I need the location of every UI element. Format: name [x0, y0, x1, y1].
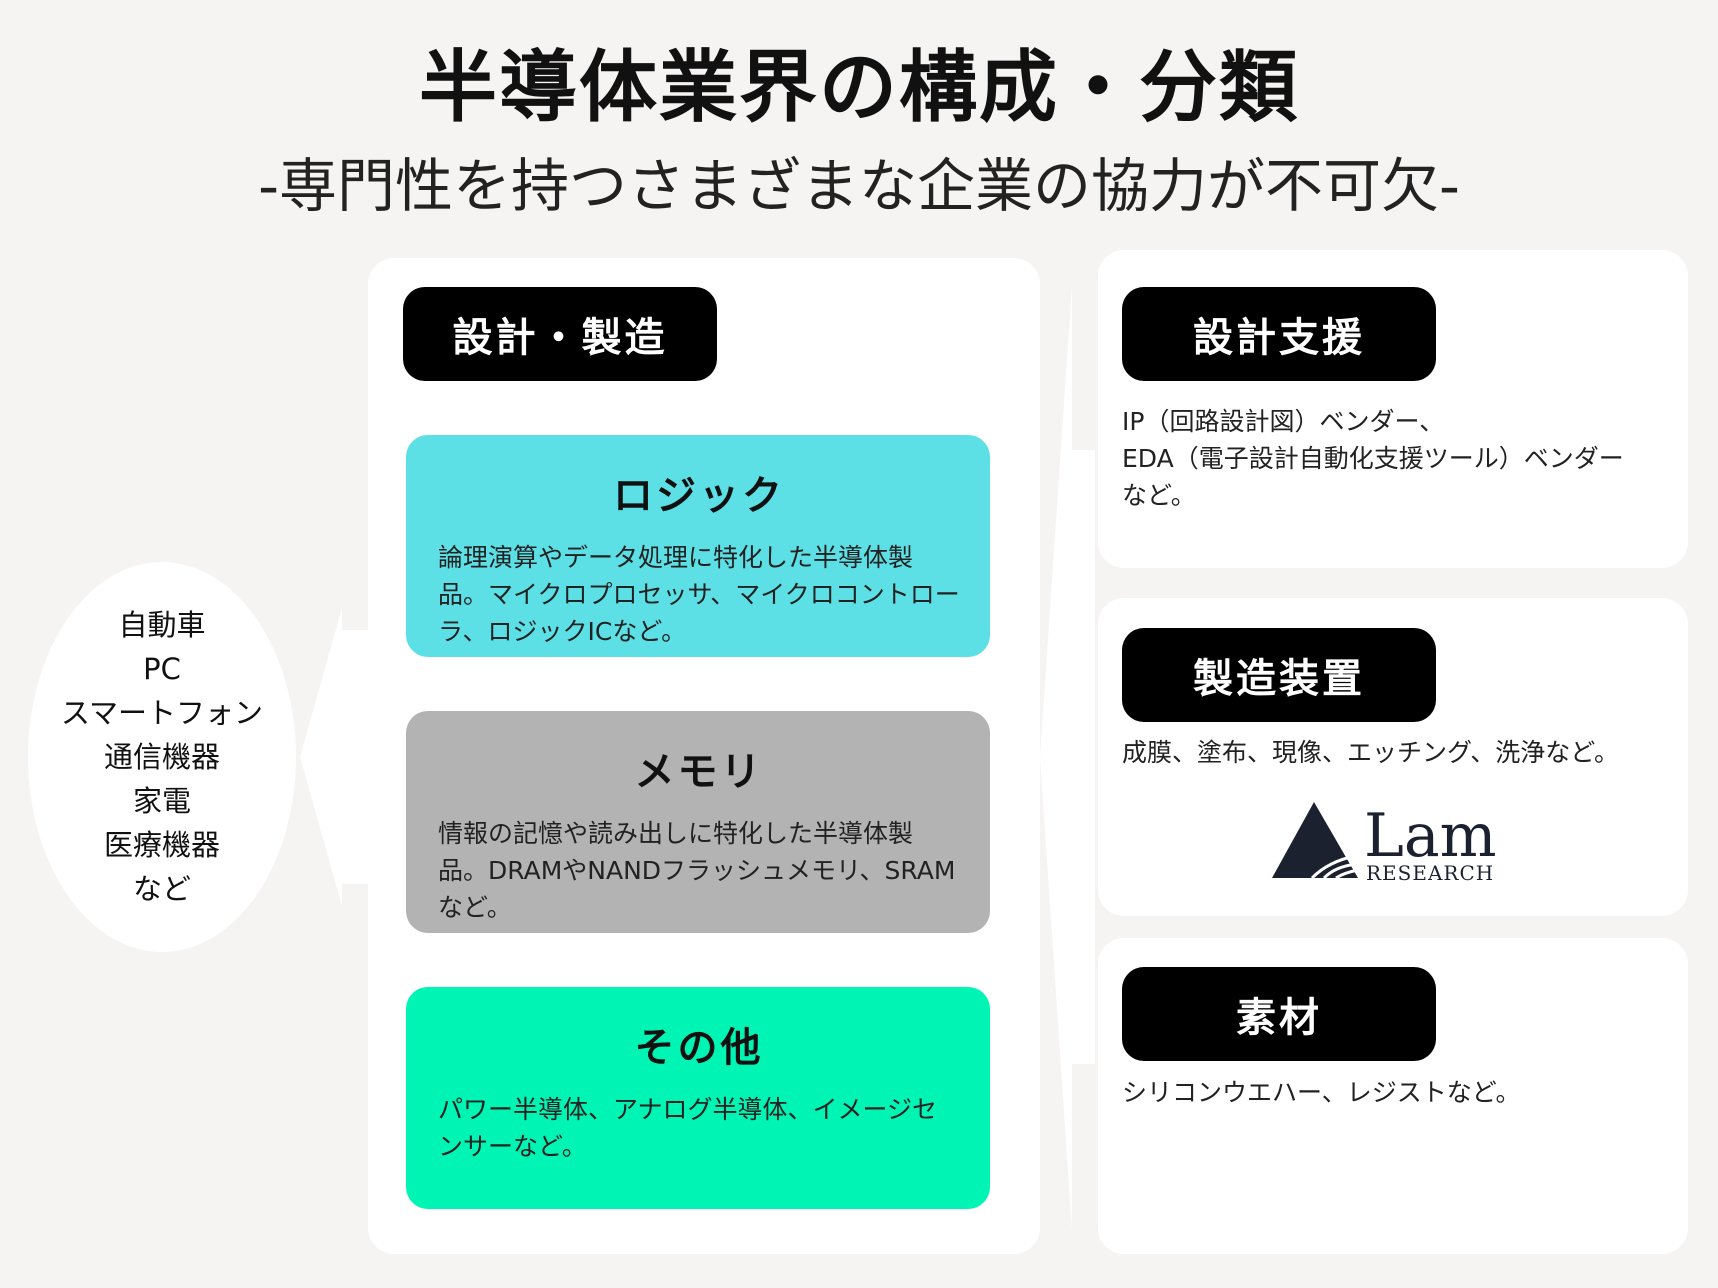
arrow-to-design-manufacturing	[1040, 285, 1095, 1230]
application-item: 医療機器	[103, 828, 220, 862]
lam-research-logo: Lam RESEARCH	[1272, 801, 1497, 884]
lam-logo-stripes	[1310, 854, 1359, 880]
other-card-title: その他	[634, 1025, 764, 1071]
lam-logo-mark	[1272, 802, 1358, 878]
arrow-to-applications	[300, 608, 368, 906]
application-item: など	[132, 872, 191, 906]
logic-card-text: 論理演算やデータ処理に特化した半導体製品。マイクロプロセッサ、マイクロコントロー…	[438, 543, 960, 646]
equipment-label: 製造装置	[1122, 628, 1436, 722]
logic-card: ロジック 論理演算やデータ処理に特化した半導体製品。マイクロプロセッサ、マイクロ…	[406, 435, 990, 657]
other-card: その他 パワー半導体、アナログ半導体、イメージセンサーなど。	[406, 987, 990, 1209]
application-item: 自動車	[118, 608, 206, 642]
applications-list: 自動車 PC スマートフォン 通信機器 家電 医療機器 など	[61, 603, 263, 911]
application-item: PC	[143, 652, 181, 686]
design-support-label: 設計支援	[1122, 287, 1436, 381]
application-item: スマートフォン	[60, 696, 264, 730]
design-support-text: IP（回路設計図）ベンダー、 EDA（電子設計自動化支援ツール）ベンダー など。	[1122, 407, 1624, 510]
design-manufacturing-label: 設計・製造	[403, 287, 717, 381]
memory-card: メモリ 情報の記憶や読み出しに特化した半導体製品。DRAMやNANDフラッシュメ…	[406, 711, 990, 933]
application-item: 家電	[132, 784, 191, 818]
equipment-text: 成膜、塗布、現像、エッチング、洗浄など。	[1122, 738, 1620, 767]
memory-card-text: 情報の記憶や読み出しに特化した半導体製品。DRAMやNANDフラッシュメモリ、S…	[438, 819, 956, 922]
applications-ellipse: 自動車 PC スマートフォン 通信機器 家電 医療機器 など	[28, 562, 296, 952]
lam-logo-sub: RESEARCH	[1366, 861, 1494, 884]
lam-logo-word: Lam	[1364, 801, 1497, 871]
logic-card-title: ロジック	[613, 473, 785, 519]
application-item: 通信機器	[103, 740, 220, 774]
materials-label: 素材	[1122, 967, 1436, 1061]
other-card-text: パワー半導体、アナログ半導体、イメージセンサーなど。	[438, 1095, 938, 1161]
materials-text: シリコンウエハー、レジストなど。	[1122, 1078, 1521, 1107]
page-title: 半導体業界の構成・分類	[418, 43, 1299, 133]
page-subtitle: -専門性を持つさまざまな企業の協力が不可欠-	[258, 152, 1460, 220]
memory-card-title: メモリ	[634, 749, 764, 795]
